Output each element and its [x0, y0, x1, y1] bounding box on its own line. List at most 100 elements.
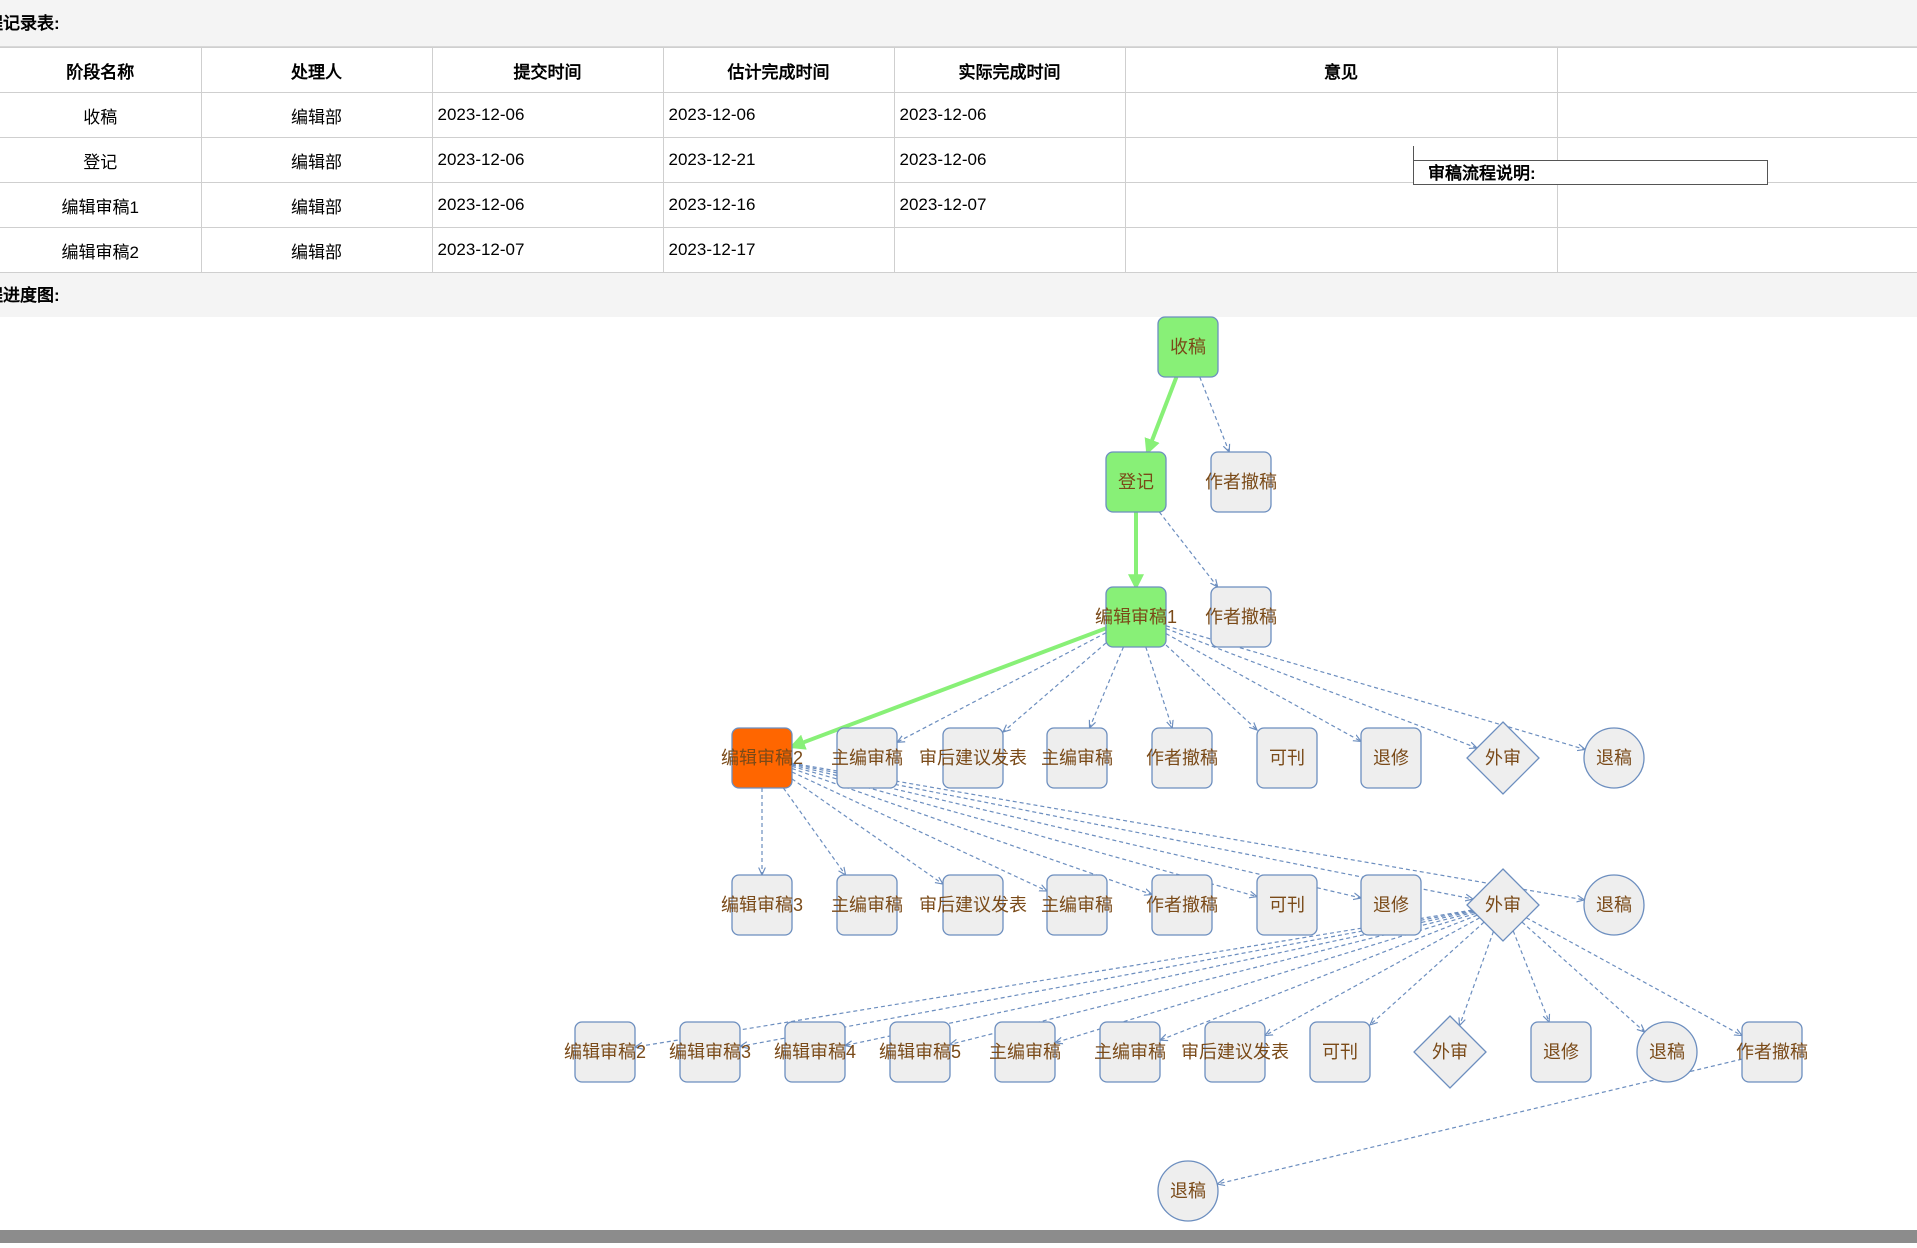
cell-extra — [1557, 92, 1917, 138]
flow-node-shape[interactable] — [1530, 1021, 1592, 1083]
flow-node[interactable]: 退稿 — [1636, 1021, 1698, 1083]
flow-node-shape[interactable] — [1583, 874, 1645, 936]
flow-node-shape[interactable] — [1099, 1021, 1161, 1083]
flow-node-label: 编辑审稿2 — [564, 1042, 646, 1062]
flow-node[interactable]: 作者撤稿 — [1736, 1021, 1808, 1083]
flow-edge — [1144, 376, 1179, 455]
flow-node-shape[interactable] — [942, 727, 1004, 789]
flow-node[interactable]: 主编审稿 — [831, 874, 903, 936]
flow-node[interactable]: 编辑审稿2 — [564, 1021, 646, 1083]
flow-node-shape[interactable] — [994, 1021, 1056, 1083]
flow-node-shape[interactable] — [1256, 874, 1318, 936]
flow-node-shape[interactable] — [1046, 727, 1108, 789]
flow-node-shape[interactable] — [1466, 868, 1540, 942]
flow-node-shape[interactable] — [1466, 721, 1540, 795]
flow-node-label: 退稿 — [1170, 1181, 1206, 1201]
flow-node-shape[interactable] — [1151, 727, 1213, 789]
flow-node-shape[interactable] — [1210, 586, 1272, 648]
flow-node-shape[interactable] — [1210, 451, 1272, 513]
flow-node[interactable]: 外审 — [1466, 721, 1540, 795]
flow-node-label: 主编审稿 — [1041, 895, 1113, 915]
flow-node[interactable]: 退稿 — [1583, 727, 1645, 789]
flow-node[interactable]: 登记 — [1105, 451, 1167, 513]
flow-node[interactable]: 可刊 — [1309, 1021, 1371, 1083]
flow-node-shape[interactable] — [1360, 727, 1422, 789]
flow-node[interactable]: 作者撤稿 — [1205, 586, 1277, 648]
flow-node[interactable]: 作者撤稿 — [1146, 727, 1218, 789]
flow-node-shape[interactable] — [1151, 874, 1213, 936]
flow-node[interactable]: 可刊 — [1256, 874, 1318, 936]
flow-node-shape[interactable] — [679, 1021, 741, 1083]
flow-node-label: 收稿 — [1170, 337, 1206, 357]
flow-node[interactable]: 退修 — [1530, 1021, 1592, 1083]
flow-node-shape[interactable] — [1046, 874, 1108, 936]
flow-node-shape[interactable] — [1105, 586, 1167, 648]
flow-node[interactable]: 退修 — [1360, 874, 1422, 936]
flow-node-shape[interactable] — [1413, 1015, 1487, 1089]
flow-node-shape[interactable] — [1256, 727, 1318, 789]
flow-node[interactable]: 审后建议发表 — [1181, 1021, 1289, 1083]
flow-node[interactable]: 退稿 — [1157, 1160, 1219, 1222]
flow-node-shape[interactable] — [1157, 1160, 1219, 1222]
flow-node-shape[interactable] — [731, 874, 793, 936]
flow-node[interactable]: 编辑审稿5 — [879, 1021, 961, 1083]
flow-node-label: 审后建议发表 — [1181, 1042, 1289, 1062]
flow-node[interactable]: 编辑审稿3 — [721, 874, 803, 936]
flow-node[interactable]: 审后建议发表 — [919, 727, 1027, 789]
flow-node[interactable]: 编辑审稿4 — [774, 1021, 856, 1083]
flow-node-shape[interactable] — [731, 727, 793, 789]
flow-node[interactable]: 收稿 — [1157, 316, 1219, 378]
records-table: 阶段名称 处理人 提交时间 估计完成时间 实际完成时间 意见 收稿 编辑部 20… — [0, 47, 1917, 273]
flow-edge — [740, 910, 1473, 1047]
flow-node-shape[interactable] — [574, 1021, 636, 1083]
flow-node-shape[interactable] — [1105, 451, 1167, 513]
flow-node-label: 退修 — [1373, 748, 1409, 768]
table-row: 收稿 编辑部 2023-12-06 2023-12-06 2023-12-06 — [0, 92, 1917, 138]
flow-edge — [1265, 917, 1481, 1036]
flow-node[interactable]: 退稿 — [1583, 874, 1645, 936]
flow-node[interactable]: 主编审稿 — [1094, 1021, 1166, 1083]
flow-node[interactable]: 编辑审稿3 — [669, 1021, 751, 1083]
flow-node-shape[interactable] — [1636, 1021, 1698, 1083]
flow-node[interactable]: 主编审稿 — [831, 727, 903, 789]
flow-node-shape[interactable] — [1157, 316, 1219, 378]
flow-node-shape[interactable] — [836, 727, 898, 789]
flow-node-label: 退稿 — [1649, 1042, 1685, 1062]
flow-node[interactable]: 外审 — [1466, 868, 1540, 942]
flow-node-label: 编辑审稿2 — [721, 748, 803, 768]
flow-node-label: 主编审稿 — [1094, 1042, 1166, 1062]
cell-handler: 编辑部 — [201, 92, 433, 138]
flow-node[interactable]: 作者撤稿 — [1205, 451, 1277, 513]
flow-node[interactable]: 编辑审稿1 — [1095, 586, 1177, 648]
flow-node[interactable]: 主编审稿 — [1041, 874, 1113, 936]
flow-node-shape[interactable] — [889, 1021, 951, 1083]
flow-node[interactable]: 审后建议发表 — [919, 874, 1027, 936]
flow-node-shape[interactable] — [1583, 727, 1645, 789]
flow-node-label: 作者撤稿 — [1146, 895, 1218, 915]
flow-node[interactable]: 外审 — [1413, 1015, 1487, 1089]
flow-node[interactable]: 编辑审稿2 — [721, 727, 803, 789]
flow-node-label: 作者撤稿 — [1205, 607, 1277, 627]
flow-node-shape[interactable] — [942, 874, 1004, 936]
flow-node-shape[interactable] — [1360, 874, 1422, 936]
flow-node-label: 外审 — [1485, 748, 1521, 768]
flow-node[interactable]: 退修 — [1360, 727, 1422, 789]
flow-node-shape[interactable] — [1204, 1021, 1266, 1083]
flow-node[interactable]: 作者撤稿 — [1146, 874, 1218, 936]
flow-node-label: 退稿 — [1596, 895, 1632, 915]
cell-stage-name: 收稿 — [0, 92, 202, 138]
flow-node-shape[interactable] — [784, 1021, 846, 1083]
flow-node-shape[interactable] — [1741, 1021, 1803, 1083]
flow-node-shape[interactable] — [1309, 1021, 1371, 1083]
flow-node-shape[interactable] — [836, 874, 898, 936]
horizontal-scrollbar[interactable] — [0, 1230, 1917, 1243]
flow-node[interactable]: 可刊 — [1256, 727, 1318, 789]
flow-edge — [1160, 914, 1478, 1040]
flow-node[interactable]: 主编审稿 — [1041, 727, 1113, 789]
flow-node-label: 作者撤稿 — [1736, 1042, 1808, 1062]
cell-estimated-finish: 2023-12-21 — [663, 137, 895, 183]
flow-node[interactable]: 主编审稿 — [989, 1021, 1061, 1083]
table-row: 登记 编辑部 2023-12-06 2023-12-21 2023-12-06 — [0, 137, 1917, 183]
